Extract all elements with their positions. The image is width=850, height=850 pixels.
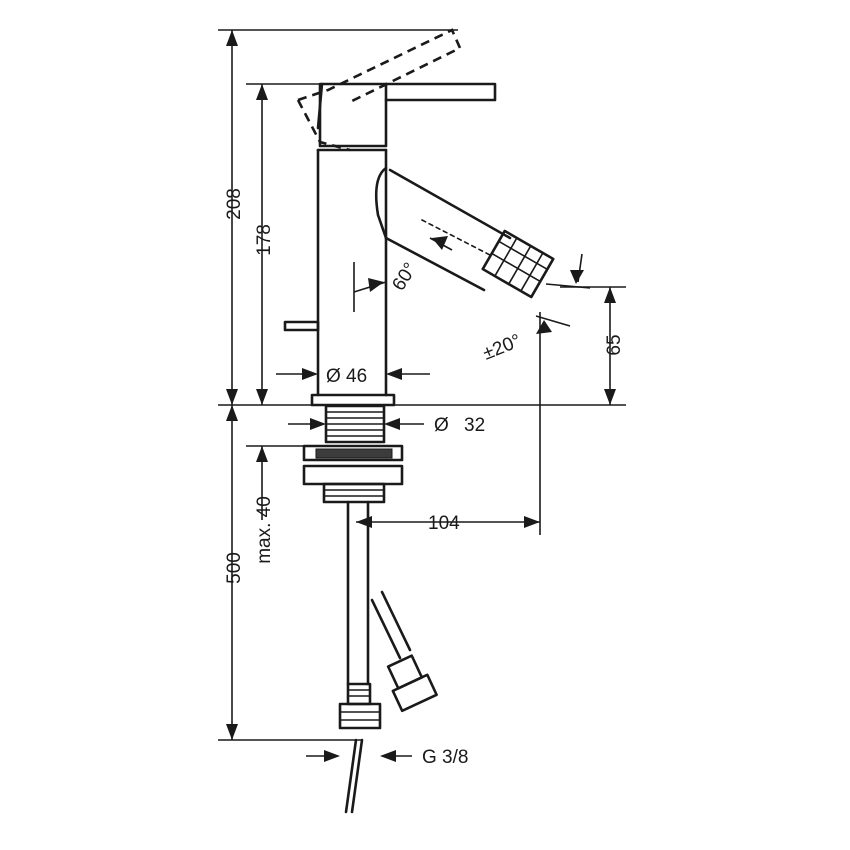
label-208: 208 bbox=[224, 188, 245, 220]
dim-dia-46 bbox=[276, 368, 430, 380]
dim-dia-32 bbox=[288, 418, 424, 430]
dim-104 bbox=[356, 312, 541, 535]
label-104: 104 bbox=[428, 513, 460, 534]
dim-max-40 bbox=[246, 445, 304, 520]
lever-handle bbox=[316, 82, 497, 148]
spout bbox=[374, 166, 555, 299]
label-60-deg: 60° bbox=[388, 259, 421, 294]
supply-hoses bbox=[338, 500, 438, 814]
dim-60-angle bbox=[353, 236, 453, 312]
label-g38: G 3/8 bbox=[422, 747, 468, 768]
dim-20-angle bbox=[535, 253, 591, 334]
label-dia-46: Ø 46 bbox=[326, 366, 367, 387]
label-65: 65 bbox=[604, 334, 625, 355]
dim-500 bbox=[218, 405, 362, 741]
label-20-deg: ±20° bbox=[480, 330, 524, 364]
mounting-shank bbox=[302, 404, 404, 504]
label-max-40: max. 40 bbox=[254, 496, 275, 564]
label-178: 178 bbox=[254, 224, 275, 256]
popup-rod bbox=[283, 320, 320, 332]
label-500: 500 bbox=[224, 552, 245, 584]
dim-178 bbox=[246, 83, 322, 405]
dim-g38 bbox=[306, 750, 412, 762]
dim-208 bbox=[218, 29, 458, 405]
label-dia-32: Ø 32 bbox=[434, 415, 485, 436]
